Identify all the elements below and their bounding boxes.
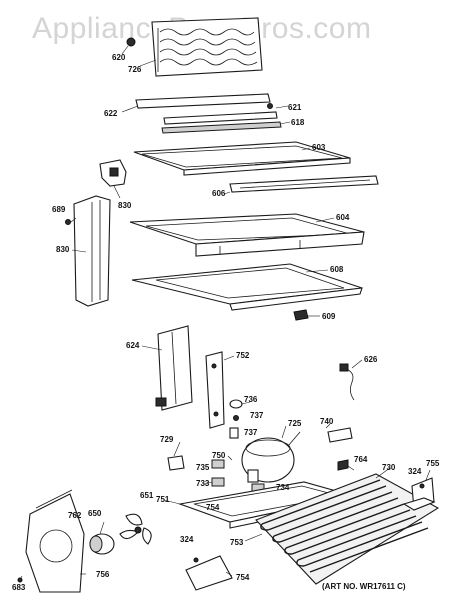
callout-735: 735 [196,463,210,472]
bottom-pan-608 [131,263,363,311]
callout-740: 740 [320,417,334,426]
callout-750: 750 [212,451,226,460]
side-channel-830 [73,195,111,307]
condenser-coil-730 [255,473,440,585]
overload-737 [233,415,239,421]
callout-737-b: 737 [244,428,258,437]
callout-324-right: 324 [408,467,422,476]
callout-751: 751 [156,495,170,504]
bracket-830-upper [99,159,127,187]
callout-622: 622 [104,109,118,118]
callout-620: 620 [112,53,126,62]
fan-shroud-756 [25,489,85,593]
callout-756: 756 [96,570,110,579]
callout-729: 729 [160,435,174,444]
callout-762: 762 [68,511,82,520]
callout-734: 734 [276,483,290,492]
callout-755: 755 [426,459,440,468]
relay-736 [229,399,243,409]
heater-bar [161,121,282,134]
rail-606 [229,175,379,193]
bracket-755 [402,477,436,511]
drain-pan-754 [185,555,233,591]
panel-624 [155,325,193,411]
callout-683: 683 [12,583,26,592]
callout-754-lower: 754 [236,573,250,582]
heater-rod [163,103,278,125]
callout-725: 725 [288,419,302,428]
callout-608: 608 [330,265,344,274]
part-735 [211,459,225,469]
callout-737-a: 737 [250,411,264,420]
callout-726: 726 [128,65,142,74]
screw-689 [65,219,71,225]
callout-603: 603 [312,143,326,152]
callout-618: 618 [291,118,305,127]
callout-830-lower: 830 [56,245,70,254]
trim-strip [135,93,271,109]
callout-609: 609 [322,312,336,321]
callout-604: 604 [336,213,350,222]
crisper-cover-604 [129,213,365,257]
screw-324-right [419,483,425,489]
callout-736: 736 [244,395,258,404]
screw-324-left [193,557,199,563]
callout-324-left: 324 [180,535,194,544]
callout-754-upper: 754 [206,503,220,512]
part-733 [211,477,225,487]
cap-737 [229,427,239,439]
fan-blade-651 [119,513,152,545]
callout-606: 606 [212,189,226,198]
evaporator-coil [151,17,263,77]
callout-830-upper: 830 [118,201,132,210]
callout-730: 730 [382,463,396,472]
fitting-764 [337,459,349,471]
callout-764: 764 [354,455,368,464]
callout-626: 626 [364,355,378,364]
callout-650: 650 [88,509,102,518]
bracket-752 [205,351,225,429]
shelf-603 [133,141,351,176]
compressor-725 [241,431,301,483]
callout-651: 651 [140,491,154,500]
callout-689: 689 [52,205,66,214]
callout-621: 621 [288,103,302,112]
fan-motor-650 [89,533,115,555]
drain-plug [126,37,136,47]
roller-609 [293,309,309,321]
harness-626 [339,363,355,401]
bracket-740 [327,427,353,443]
callout-733: 733 [196,479,210,488]
callout-752: 752 [236,351,250,360]
leader-lines [19,45,431,581]
callout-753: 753 [230,538,244,547]
block-729 [167,455,185,471]
art-number-note: (ART NO. WR17611 C) [322,582,406,591]
callout-labels: 620 726 622 621 618 603 606 830 689 830 … [12,53,440,592]
callout-624: 624 [126,341,140,350]
